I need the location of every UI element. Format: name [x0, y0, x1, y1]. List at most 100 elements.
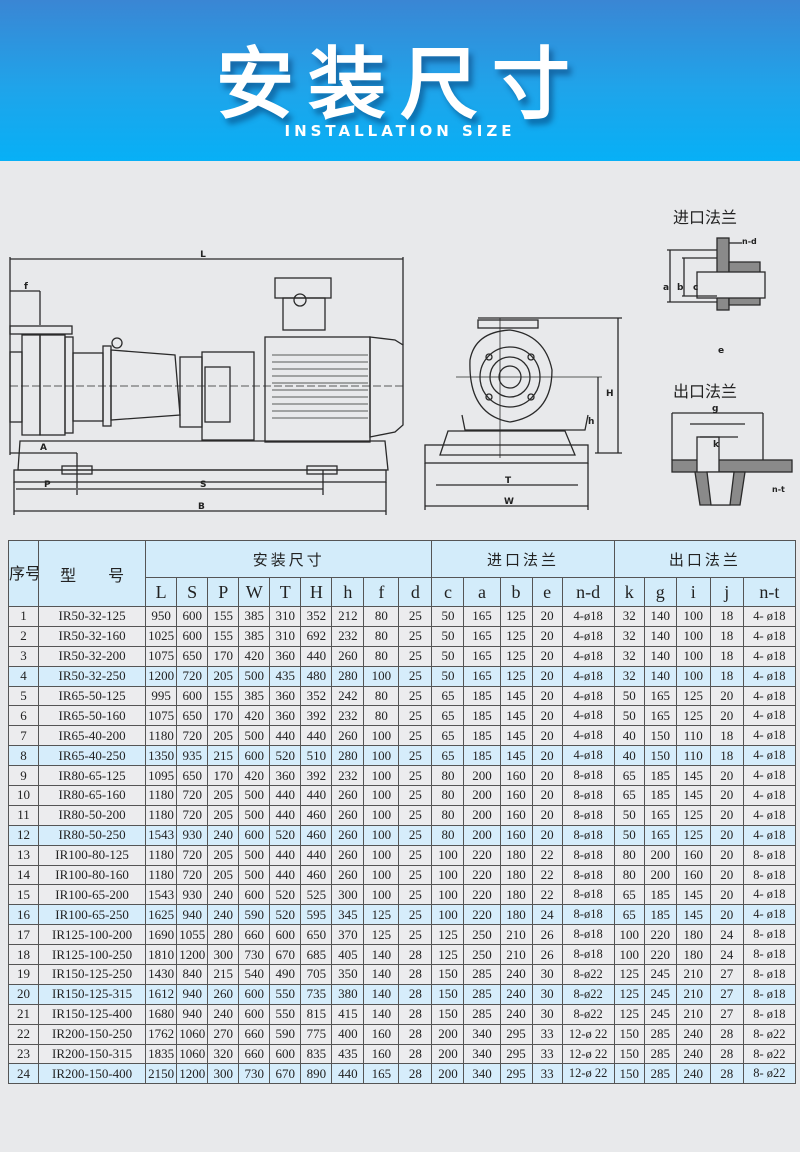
page-subtitle: INSTALLATION SIZE	[284, 122, 516, 140]
cell-n: 2	[7, 625, 40, 647]
cell-model: IR50-32-160	[38, 625, 147, 647]
cell-l: 1690	[145, 924, 178, 946]
cell-h: 460	[300, 824, 333, 846]
cell-e: 20	[531, 804, 563, 826]
cell-k: 100	[613, 924, 645, 946]
cell-nt: 8- ø18	[742, 844, 797, 866]
cell-j: 18	[709, 645, 744, 667]
cell-d: 28	[398, 1063, 433, 1085]
cell-e: 24	[531, 904, 563, 926]
cell-f: 100	[363, 725, 400, 747]
cell-t: 360	[269, 685, 302, 707]
cell-b: 295	[499, 1043, 533, 1065]
cell-i: 145	[675, 785, 711, 806]
side-view-drawing: L f	[9, 250, 404, 515]
cell-a: 185	[463, 745, 501, 767]
cell-b: 210	[499, 924, 533, 946]
cell-e: 20	[531, 705, 563, 727]
cell-t: 310	[269, 606, 302, 627]
header-col-outlet-2: i	[675, 577, 711, 607]
cell-n: 5	[7, 685, 40, 707]
cell-k: 32	[613, 665, 645, 687]
cell-h: 480	[300, 665, 333, 687]
cell-g: 200	[643, 864, 677, 886]
header-col-install-4: T	[269, 577, 302, 607]
cell-w: 600	[238, 983, 271, 1005]
header-col-outlet-3: j	[709, 577, 744, 607]
cell-b: 240	[499, 1003, 533, 1025]
cell-w: 500	[238, 725, 271, 747]
cell-n: 3	[7, 645, 40, 667]
cell-s: 600	[176, 606, 209, 627]
cell-i: 210	[675, 964, 711, 985]
cell-nd: 4-ø18	[561, 606, 615, 627]
cell-e: 22	[531, 864, 563, 886]
cell-a: 200	[463, 804, 501, 826]
cell-s: 650	[176, 645, 209, 667]
cell-w: 660	[238, 1023, 271, 1045]
cell-d: 28	[398, 983, 433, 1005]
cell-b: 210	[499, 944, 533, 966]
cell-p: 240	[207, 884, 240, 906]
cell-c: 65	[431, 725, 465, 747]
cell-model: IR65-40-200	[38, 725, 147, 747]
cell-k: 40	[613, 725, 645, 747]
cell-f: 100	[363, 745, 400, 767]
cell-s: 840	[176, 964, 209, 985]
cell-s: 1200	[176, 944, 209, 966]
cell-c: 50	[431, 665, 465, 687]
cell-nt: 4- ø18	[742, 785, 797, 806]
cell-b: 160	[499, 765, 533, 787]
cell-i: 125	[675, 705, 711, 727]
cell-p: 215	[207, 745, 240, 767]
cell-n: 11	[7, 804, 40, 826]
cell-nt: 4- ø18	[742, 625, 797, 647]
cell-i: 210	[675, 983, 711, 1005]
cell-model: IR65-50-160	[38, 705, 147, 727]
svg-text:A: A	[40, 443, 47, 453]
cell-nt: 4- ø18	[742, 685, 797, 707]
cell-model: IR125-100-200	[38, 924, 147, 946]
cell-t: 360	[269, 765, 302, 787]
cell-k: 125	[613, 1003, 645, 1025]
cell-s: 600	[176, 625, 209, 647]
cell-c: 100	[431, 904, 465, 926]
cell-a: 185	[463, 685, 501, 707]
cell-nt: 4- ø18	[742, 884, 797, 906]
cell-s: 940	[176, 983, 209, 1005]
svg-text:c: c	[693, 283, 698, 293]
cell-t: 440	[269, 864, 302, 886]
cell-l: 1762	[145, 1023, 178, 1045]
cell-t: 520	[269, 745, 302, 767]
cell-nd: 4-ø18	[561, 665, 615, 687]
cell-i: 100	[675, 606, 711, 627]
cell-n: 9	[7, 765, 40, 787]
cell-g: 285	[643, 1043, 677, 1065]
cell-k: 150	[613, 1063, 645, 1085]
cell-d: 25	[398, 645, 433, 667]
cell-j: 20	[709, 685, 744, 707]
cell-h-small: 405	[331, 944, 365, 966]
cell-e: 20	[531, 625, 563, 647]
cell-c: 80	[431, 824, 465, 846]
cell-b: 180	[499, 904, 533, 926]
cell-n: 24	[7, 1063, 40, 1085]
cell-s: 1200	[176, 1063, 209, 1085]
cell-c: 200	[431, 1043, 465, 1065]
cell-d: 25	[398, 665, 433, 687]
cell-l: 1075	[145, 705, 178, 727]
header-col-inlet-0: c	[431, 577, 465, 607]
header-col-install-7: f	[363, 577, 400, 607]
cell-l: 1180	[145, 804, 178, 826]
svg-text:g: g	[712, 404, 718, 414]
cell-j: 28	[709, 1043, 744, 1065]
cell-w: 730	[238, 944, 271, 966]
cell-p: 270	[207, 1023, 240, 1045]
cell-nt: 8- ø18	[742, 983, 797, 1005]
cell-e: 20	[531, 645, 563, 667]
cell-h-small: 212	[331, 606, 365, 627]
